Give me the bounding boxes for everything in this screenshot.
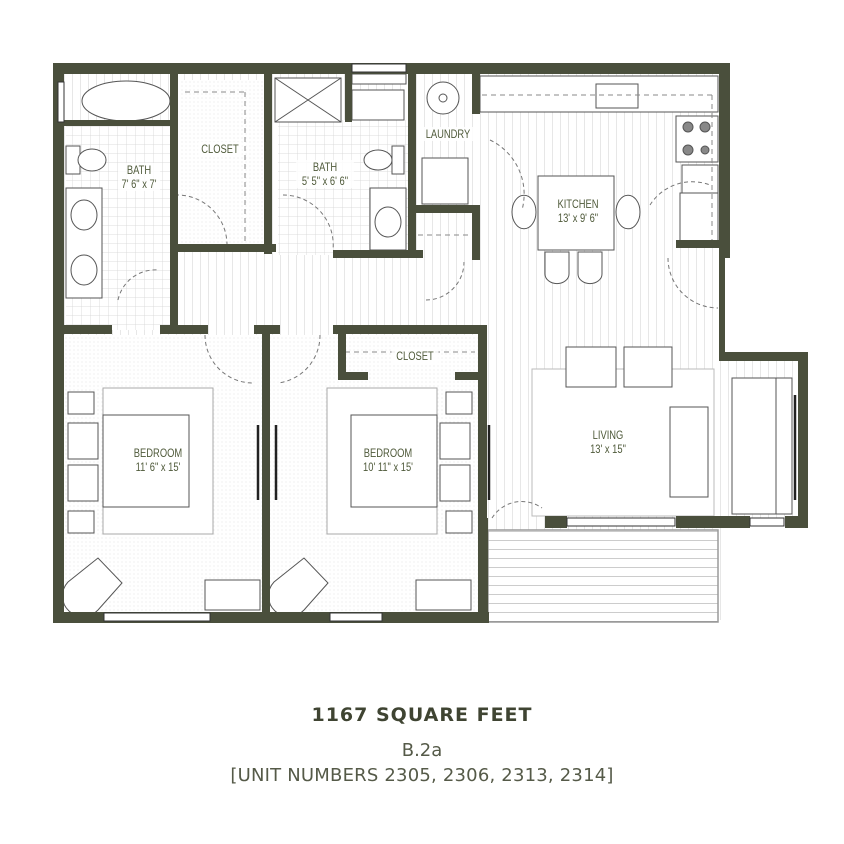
room-dimensions: 5' 5" x 6' 6" — [301, 174, 349, 188]
plan-code: B.2a — [401, 740, 443, 761]
room-name: BEDROOM — [363, 446, 413, 460]
room-name: LAUNDRY — [425, 127, 471, 141]
room-label-closet-2: CLOSET — [391, 349, 439, 363]
room-label-bedroom-1: BEDROOM 11' 6" x 15' — [127, 446, 189, 474]
room-name: LIVING — [592, 428, 624, 442]
door-swings — [117, 139, 719, 519]
room-dimensions: 13' x 9' 6" — [557, 211, 599, 225]
room-name: CLOSET — [201, 142, 239, 156]
unit-numbers: [UNIT NUMBERS 2305, 2306, 2313, 2314] — [230, 765, 614, 786]
room-dimensions: 10' 11" x 15' — [363, 460, 413, 474]
room-dimensions: 13' x 15" — [590, 442, 626, 456]
room-label-closet-1: CLOSET — [198, 142, 242, 156]
room-name: BEDROOM — [133, 446, 183, 460]
room-name: CLOSET — [396, 349, 434, 363]
windows — [57, 63, 785, 622]
room-dimensions: 7' 6" x 7' — [121, 177, 157, 191]
furniture — [62, 73, 793, 617]
room-name: BATH — [126, 163, 152, 177]
room-dimensions: 11' 6" x 15' — [135, 460, 181, 474]
room-label-bath-1: BATH 7' 6" x 7' — [117, 163, 161, 191]
room-label-kitchen: KITCHEN 13' x 9' 6" — [551, 197, 604, 225]
room-name: KITCHEN — [557, 197, 599, 211]
closet-doors — [256, 395, 797, 500]
room-label-bath-2: BATH 5' 5" x 6' 6" — [296, 160, 354, 188]
room-name: BATH — [312, 160, 338, 174]
room-label-bedroom-2: BEDROOM 10' 11" x 15' — [355, 446, 421, 474]
square-footage: 1167 SQUARE FEET — [311, 704, 533, 726]
room-label-laundry: LAUNDRY — [423, 127, 473, 141]
room-label-living: LIVING 13' x 15" — [581, 428, 634, 456]
